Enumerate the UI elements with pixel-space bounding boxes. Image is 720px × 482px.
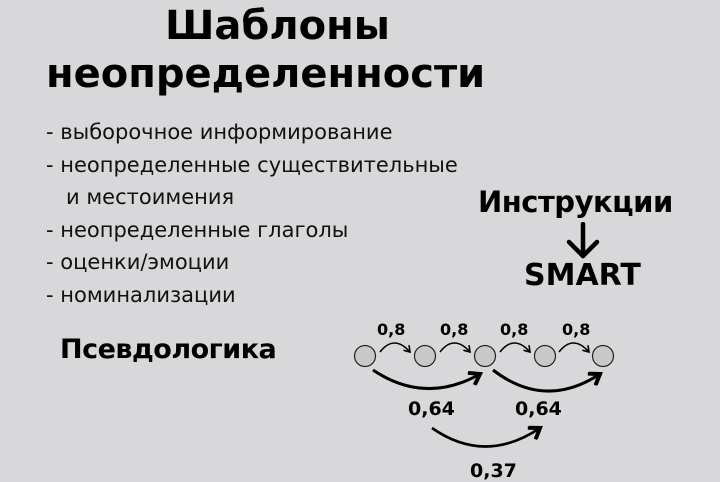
two-step-arrow-icon	[372, 368, 480, 391]
four-step-probability-label: 0,37	[470, 460, 517, 482]
list-item: - оценки/эмоции	[46, 250, 230, 274]
node-circle	[413, 344, 437, 368]
smart-label: SMART	[524, 258, 641, 293]
two-step-arrows	[372, 368, 600, 393]
node-circle	[591, 344, 615, 368]
chain-nodes	[353, 344, 615, 368]
step-arrow-icon	[379, 342, 410, 352]
step-arrow-icon	[558, 342, 589, 352]
list-item: - неопределенные существительные	[46, 152, 458, 177]
list-item-continuation: и местоимения	[66, 185, 235, 209]
two-step-arrow-icon	[492, 368, 600, 393]
four-step-arrow-icon	[431, 428, 540, 448]
pseudologic-heading: Псевдологика	[60, 334, 277, 365]
title-line-1: Шаблоны	[165, 3, 390, 49]
step-arrow-icon	[439, 342, 470, 352]
step-probability-label: 0,8	[440, 320, 469, 339]
list-item: - выборочное информирование	[46, 120, 393, 144]
two-step-probability-label: 0,64	[515, 398, 562, 420]
node-circle	[353, 344, 377, 368]
list-item: - номинализации	[46, 282, 236, 307]
step-arrows	[379, 342, 589, 352]
list-item: - неопределенные глаголы	[46, 217, 349, 242]
two-step-probability-label: 0,64	[408, 398, 455, 420]
node-circle	[533, 344, 557, 368]
instructions-heading: Инструкции	[478, 185, 673, 219]
node-circle	[473, 344, 497, 368]
step-probability-label: 0,8	[500, 320, 529, 339]
arrow-down-icon	[566, 222, 600, 259]
uncertainty-patterns-list: - выборочное информирование - неопределе…	[46, 116, 458, 311]
four-step-arrow	[431, 428, 540, 448]
title-line-2: неопределенности	[46, 51, 486, 97]
step-probability-label: 0,8	[562, 320, 591, 339]
step-arrow-icon	[499, 342, 530, 352]
step-probability-label: 0,8	[377, 320, 406, 339]
